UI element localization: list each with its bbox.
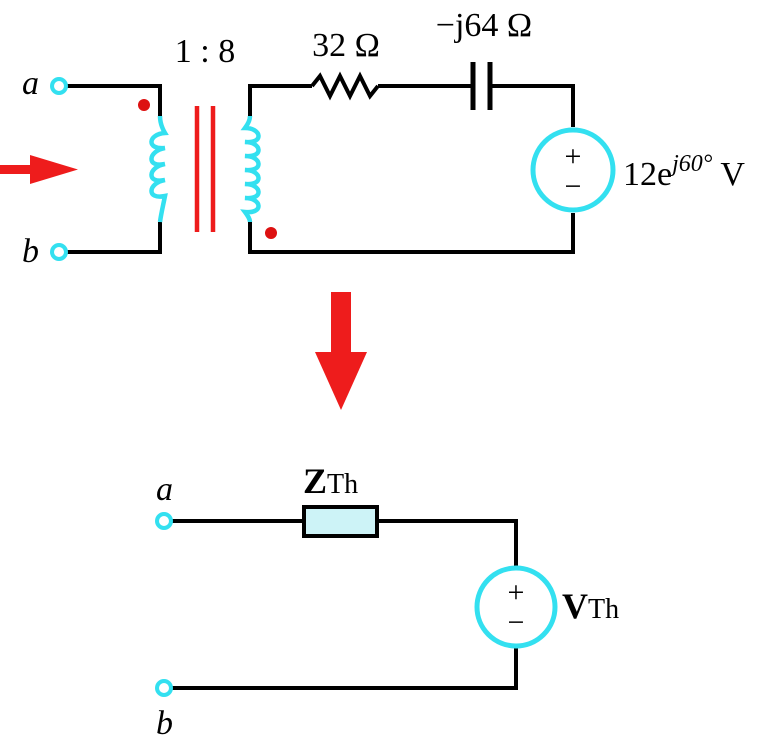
impedance-symbol: Z — [303, 461, 327, 501]
terminal-a-top — [50, 77, 68, 95]
source-prefix: 12e — [623, 156, 672, 193]
wire-a-to-primary — [67, 84, 162, 116]
thevenin-impedance-label: ZTh — [303, 461, 358, 501]
input-arrow — [0, 155, 78, 184]
source-minus-sign: − — [565, 170, 582, 203]
thevenin-voltage-source — [474, 565, 558, 649]
capacitor-label-text: −j64 Ω — [436, 7, 532, 44]
capacitor-label: −j64 Ω — [436, 7, 532, 44]
terminal-a-bottom — [155, 512, 173, 530]
terminal-b-top — [50, 243, 68, 261]
terminal-b-bottom — [155, 679, 173, 697]
source-unit: V — [720, 156, 745, 193]
voltage-symbol: V — [562, 586, 588, 626]
source-exponent: j60° — [669, 151, 713, 177]
thevenin-source-plus: + — [508, 576, 525, 609]
polarity-dot-primary — [138, 99, 150, 111]
thevenin-terminal-a-label: a — [156, 471, 173, 508]
thevenin-impedance — [302, 505, 379, 538]
voltage-source-top — [530, 127, 616, 213]
resistor-label: 32 Ω — [312, 27, 380, 64]
thevenin-terminal-b-label: b — [156, 705, 173, 742]
thevenin-source-minus: − — [508, 606, 525, 639]
wire-source-to-b — [172, 646, 518, 690]
resistor-32-ohm — [310, 71, 380, 101]
thevenin-voltage-label: VTh — [562, 586, 619, 626]
secondary-coil — [240, 115, 261, 223]
equivalent-arrow — [315, 292, 367, 410]
terminal-a-label: a — [22, 65, 39, 102]
top-circuit: + − a b 1 : 8 32 Ω −j64 Ω 12ej60° V — [0, 7, 745, 270]
primary-coil — [149, 115, 169, 223]
wire-impedance-to-source — [377, 519, 518, 568]
terminal-b-label: b — [22, 233, 39, 270]
source-plus-sign: + — [565, 140, 582, 173]
polarity-dot-secondary — [265, 227, 277, 239]
source-value-label: 12ej60° V — [623, 151, 745, 193]
wire-source-to-secondary-bottom — [248, 213, 575, 254]
wire-capacitor-to-source — [492, 84, 575, 127]
wire-secondary-top — [248, 84, 312, 116]
wire-b-to-primary — [67, 222, 162, 254]
turns-ratio-label: 1 : 8 — [175, 33, 235, 70]
thevenin-circuit: + − a b ZTh VTh — [155, 461, 619, 742]
voltage-subscript: Th — [588, 594, 619, 625]
impedance-subscript: Th — [327, 469, 358, 500]
